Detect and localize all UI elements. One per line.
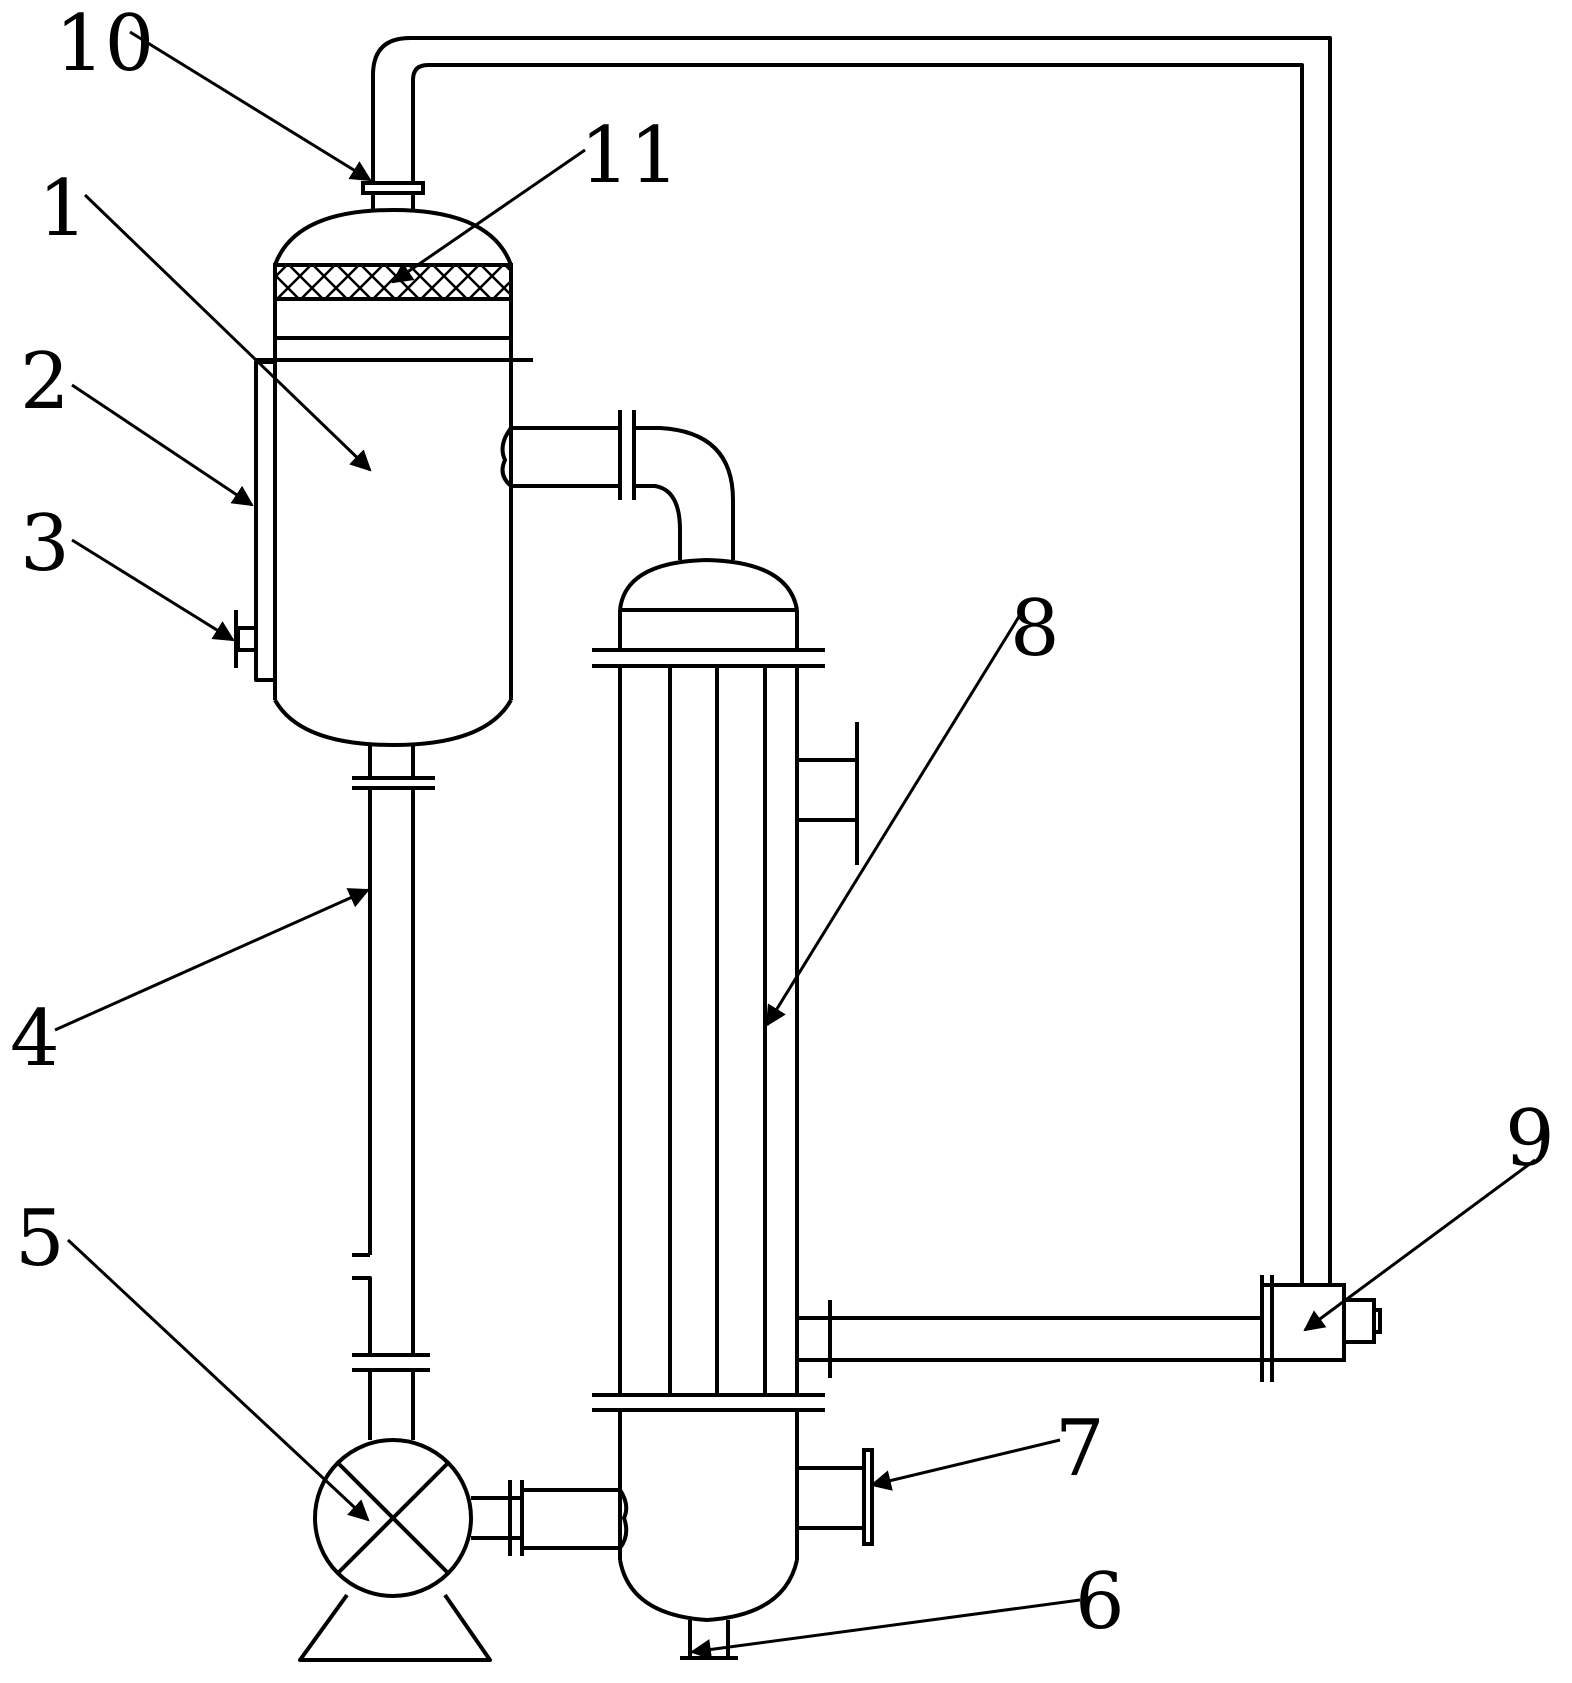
label-11: 11 [580,111,679,201]
label-8: 8 [1010,584,1060,674]
leader-lines [54,30,1536,1660]
pump [298,1438,629,1662]
leader-9 [1303,1158,1536,1332]
leader-8 [765,614,1022,1027]
device-9-cap [1342,1298,1376,1344]
vapor-outlet-pipe [500,410,735,560]
label-4: 4 [10,994,60,1084]
label-1: 1 [38,164,88,254]
device-9-tip [1372,1308,1382,1334]
leader-1 [83,193,372,472]
downcomer-pipe [352,745,435,1440]
leader-3 [71,538,235,642]
nozzle-3 [236,626,258,652]
label-2: 2 [20,337,70,427]
label-9: 9 [1505,1094,1555,1184]
label-10: 10 [55,0,154,89]
device-9-body [1260,1283,1346,1362]
device-9 [1260,1275,1382,1382]
label-3: 3 [20,499,70,589]
part-labels: 10 11 1 2 3 4 5 6 7 8 9 [10,0,1555,1647]
leader-2 [71,383,254,507]
leader-10 [129,30,372,182]
leader-5 [66,1238,370,1522]
label-7: 7 [1055,1404,1105,1494]
nozzle-7-flange [862,1448,874,1546]
leader-7 [869,1438,1061,1491]
label-6: 6 [1075,1557,1125,1647]
leader-11 [391,148,586,284]
leader-6 [689,1598,1081,1660]
separator-vessel [234,181,533,747]
label-5: 5 [15,1194,65,1284]
top-outlet-flange [361,181,425,195]
leader-4 [54,888,370,1032]
vapor-return-pipe [371,36,1332,1285]
heat-exchanger [592,558,1262,1660]
